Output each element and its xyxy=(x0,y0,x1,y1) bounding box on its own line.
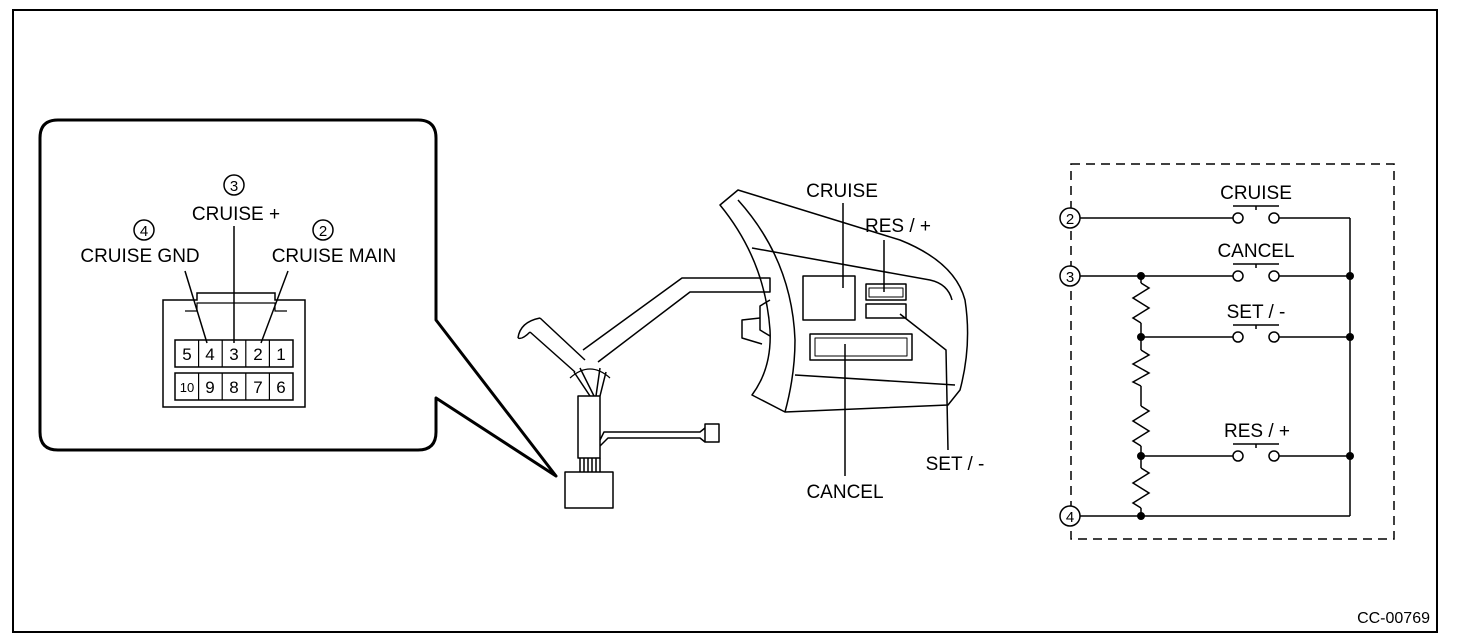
cruise-gnd-label: CRUISE GND xyxy=(80,246,199,267)
pin-row-top xyxy=(174,339,294,368)
leader-cruise-gnd xyxy=(184,270,208,344)
terminal-3-number: 3 xyxy=(230,178,238,195)
schematic-terminal-3-number: 3 xyxy=(1066,269,1074,286)
terminal-3-marker xyxy=(223,174,245,196)
schematic-contacts xyxy=(1232,212,1280,462)
terminal-4-marker xyxy=(133,219,155,241)
pin-7: 7 xyxy=(253,378,262,397)
set-button xyxy=(865,303,907,319)
switch-cruise-label: CRUISE xyxy=(806,181,878,202)
schematic-cancel-label: CANCEL xyxy=(1217,241,1294,262)
pin-10: 10 xyxy=(180,380,194,395)
terminal-2-number: 2 xyxy=(319,223,327,240)
cruise-plus-label: CRUISE + xyxy=(192,204,280,225)
terminal-4-number: 4 xyxy=(140,223,148,240)
pin-1: 1 xyxy=(276,345,285,364)
pin-5: 5 xyxy=(182,345,191,364)
terminal-3-callout: 3 CRUISE + xyxy=(192,174,280,225)
cruise-main-label: CRUISE MAIN xyxy=(272,246,397,267)
cancel-button xyxy=(809,333,913,361)
connector-housing xyxy=(162,292,306,408)
schematic-wires xyxy=(1080,205,1351,517)
figure-frame xyxy=(12,9,1438,633)
figure-code: CC-00769 xyxy=(1357,610,1430,627)
schematic-res-label: RES / + xyxy=(1224,421,1290,442)
switch-cancel-label: CANCEL xyxy=(806,482,883,503)
connector-latch xyxy=(185,302,287,312)
schematic-set-label: SET / - xyxy=(1227,302,1286,323)
leader-set xyxy=(899,313,949,451)
pin-2: 2 xyxy=(253,345,262,364)
schematic-terminal-2-number: 2 xyxy=(1066,211,1074,228)
pin-4: 4 xyxy=(205,345,214,364)
pin-9: 9 xyxy=(205,378,214,397)
schematic-boundary xyxy=(1070,163,1395,540)
callout-bubble xyxy=(38,118,558,478)
pin-8: 8 xyxy=(229,378,238,397)
schematic-terminal-4-number: 4 xyxy=(1066,509,1074,526)
pin-row-bottom xyxy=(174,372,294,401)
pin-6: 6 xyxy=(276,378,285,397)
schematic-junctions xyxy=(1137,272,1354,520)
terminal-2-callout: 2 CRUISE MAIN xyxy=(272,219,397,267)
harness-connector xyxy=(564,471,614,509)
steering-switch xyxy=(719,189,969,413)
connector-face: 5 4 3 2 1 10 9 8 7 6 xyxy=(162,292,306,408)
schematic: 2 3 4 xyxy=(1059,163,1395,540)
schematic-cruise-label: CRUISE xyxy=(1220,183,1292,204)
terminal-4-callout: 4 CRUISE GND xyxy=(80,219,200,267)
cruise-button xyxy=(802,275,856,321)
switch-set-label: SET / - xyxy=(926,454,985,475)
res-button xyxy=(865,283,907,301)
pin-3: 3 xyxy=(229,345,238,364)
wiring-harness xyxy=(517,277,771,509)
terminal-2-marker xyxy=(312,219,334,241)
switch-res-label: RES / + xyxy=(865,216,931,237)
